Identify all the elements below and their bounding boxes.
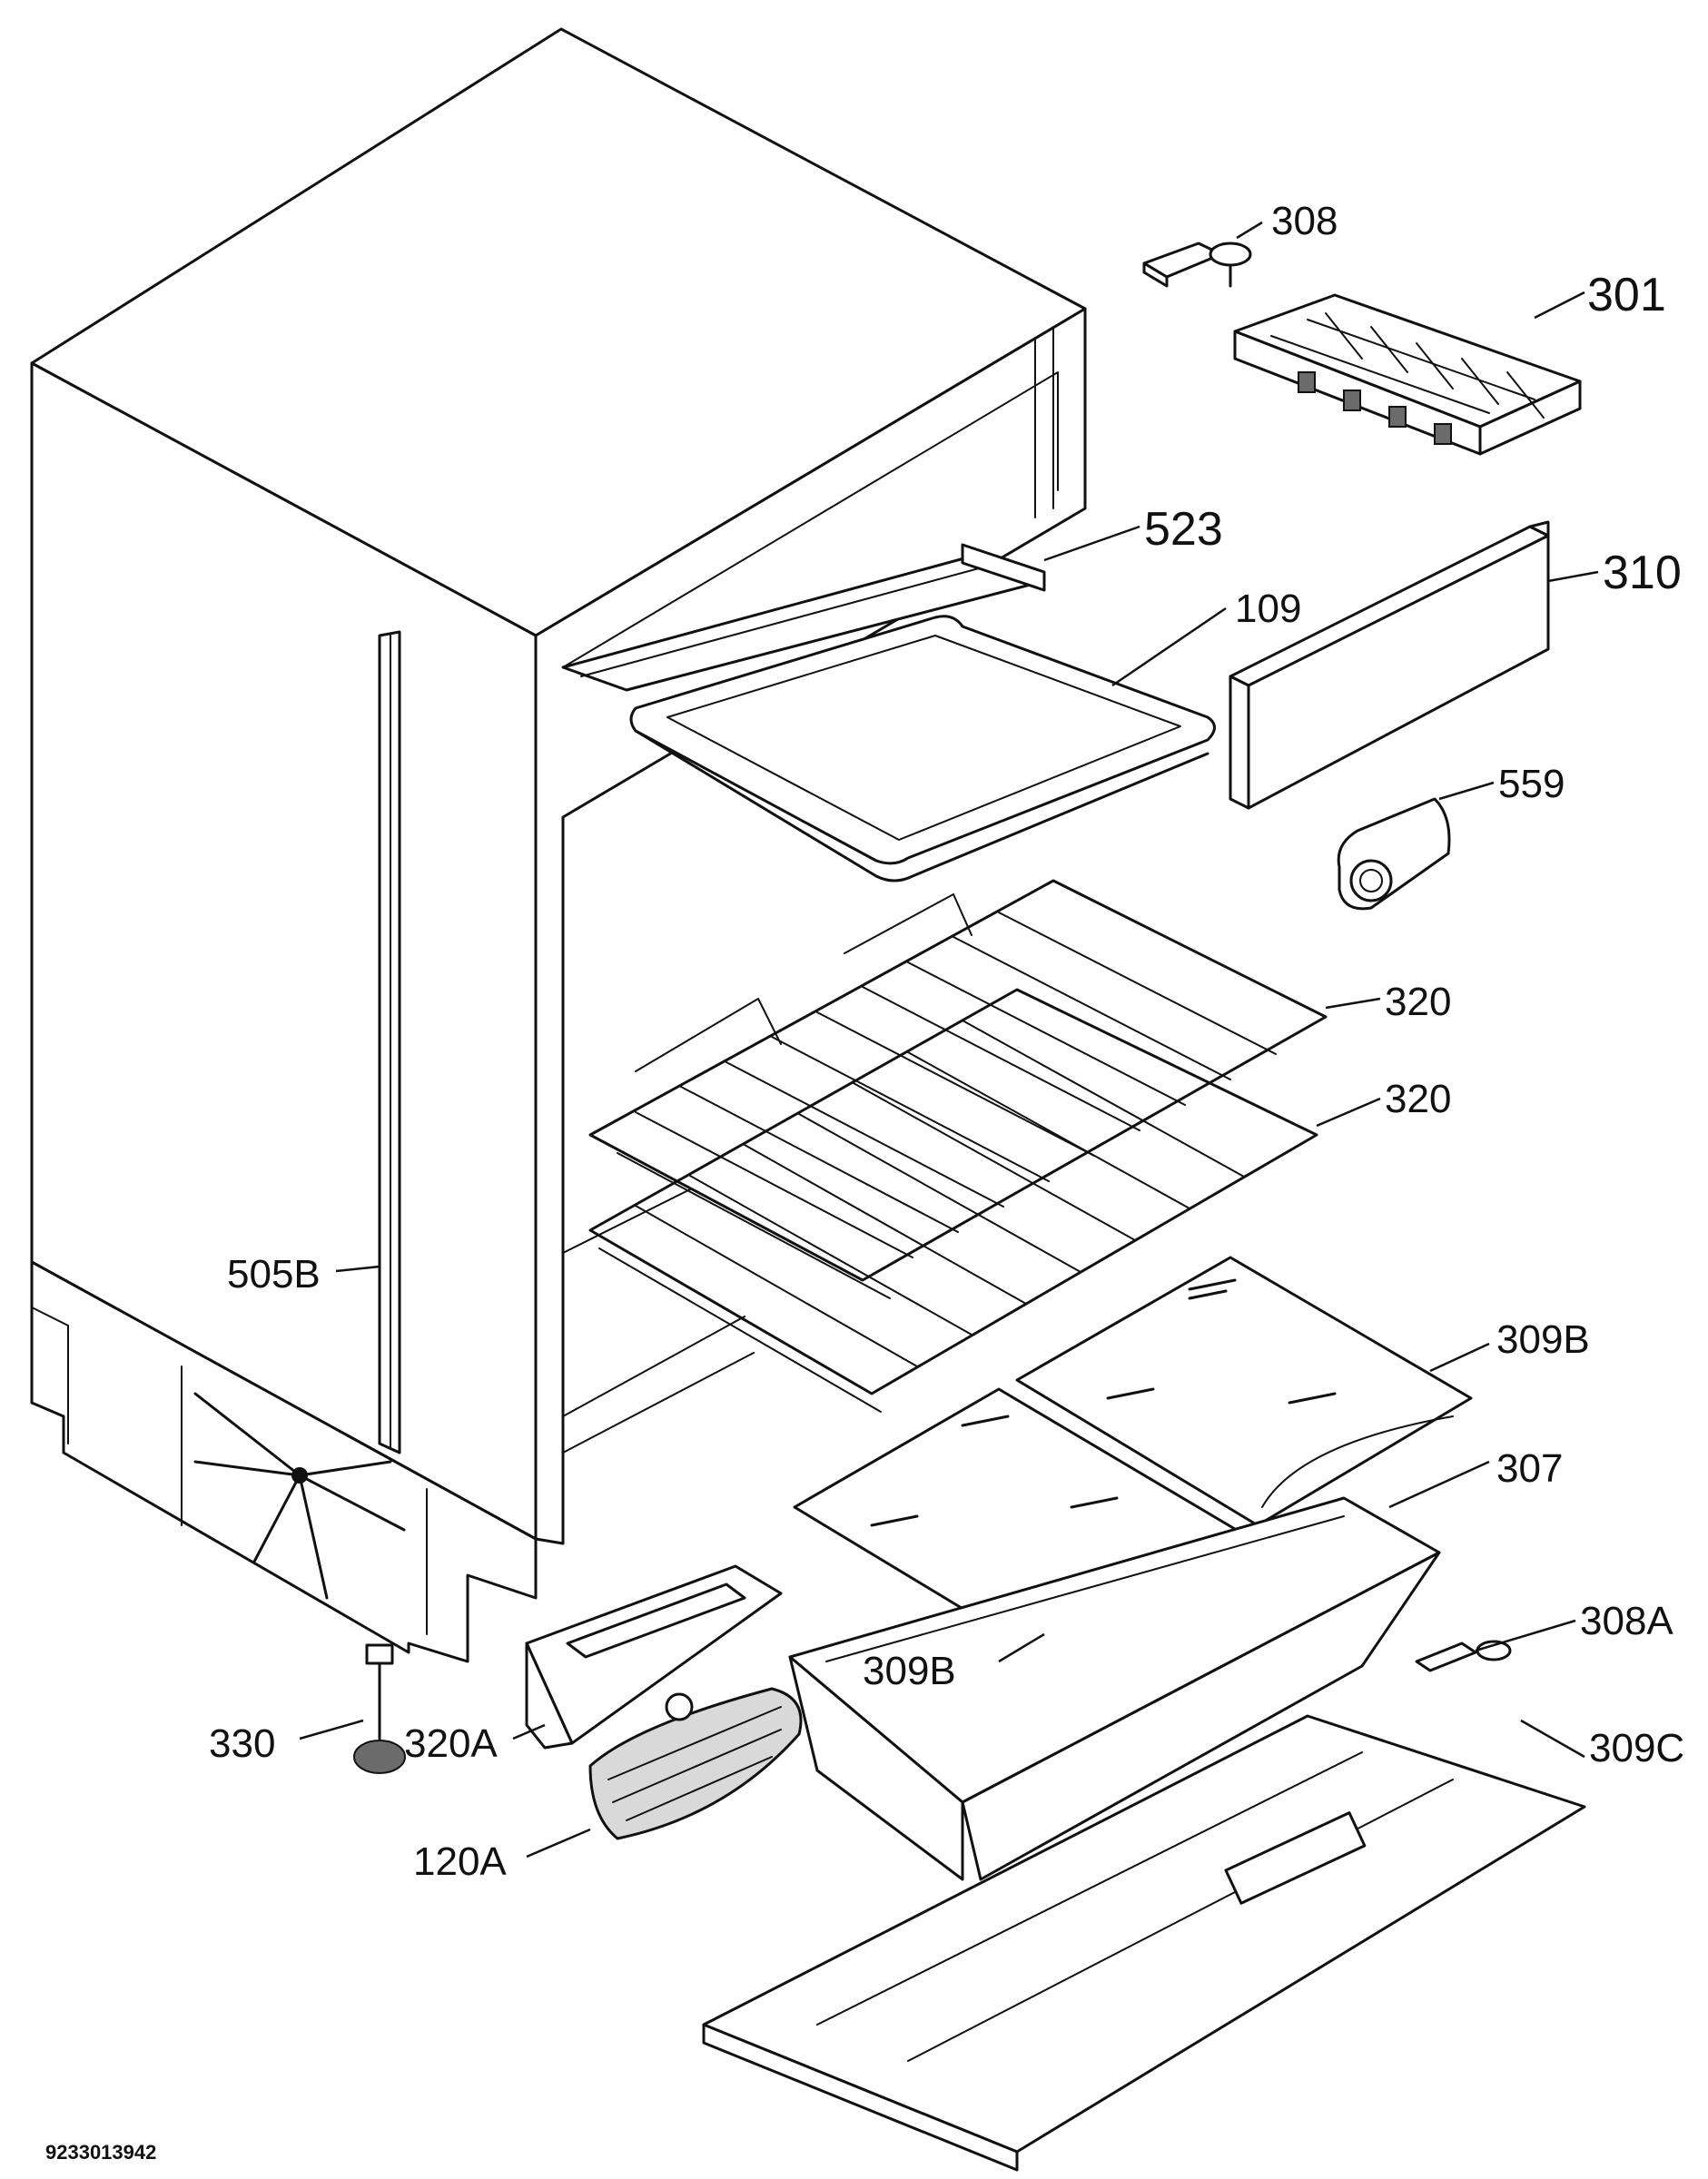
part-320-shelf-lower xyxy=(588,988,1318,1413)
label-309c: 309C xyxy=(1589,1726,1684,1770)
part-309b-glass-upper xyxy=(1015,1256,1473,1527)
label-120a: 120A xyxy=(413,1839,507,1884)
label-309b-lower: 309B xyxy=(863,1649,956,1693)
label-307: 307 xyxy=(1496,1446,1563,1491)
leader-lines xyxy=(299,221,1599,1859)
label-109: 109 xyxy=(1235,587,1301,631)
label-308a: 308A xyxy=(1580,1599,1673,1643)
part-320-shelf-upper xyxy=(588,879,1328,1299)
label-308: 308 xyxy=(1271,199,1338,243)
base-vent xyxy=(193,1392,406,1600)
label-559: 559 xyxy=(1498,762,1565,806)
shelf-lower-wires xyxy=(635,1020,1245,1367)
label-320-upper: 320 xyxy=(1385,980,1451,1024)
document-number: 9233013942 xyxy=(45,2141,156,2164)
part-310-panel xyxy=(1229,520,1550,810)
label-505b: 505B xyxy=(227,1252,321,1297)
label-320a: 320A xyxy=(404,1721,498,1766)
part-309c-bottom-tray xyxy=(702,1714,1586,2172)
shelf-upper-wires xyxy=(635,912,1277,1258)
label-320-lower: 320 xyxy=(1385,1077,1451,1121)
part-559-light-cover xyxy=(1337,797,1451,911)
cabinet xyxy=(30,27,1087,1663)
part-523-hinge xyxy=(561,543,1046,692)
part-308-clip xyxy=(1142,242,1252,288)
part-320a-vent-housing xyxy=(525,1564,783,1750)
part-120a-mesh-filter xyxy=(588,1687,803,1840)
part-307-drawer xyxy=(788,1496,1441,1881)
part-330-foot xyxy=(353,1643,406,1774)
label-310: 310 xyxy=(1603,547,1682,599)
label-309b-upper: 309B xyxy=(1496,1317,1590,1362)
part-109-tray xyxy=(629,615,1216,882)
label-301: 301 xyxy=(1587,269,1666,321)
part-301-ice-tray xyxy=(1233,293,1582,456)
part-308a-clip xyxy=(1415,1640,1512,1672)
label-523: 523 xyxy=(1144,503,1223,556)
label-330: 330 xyxy=(209,1721,275,1766)
